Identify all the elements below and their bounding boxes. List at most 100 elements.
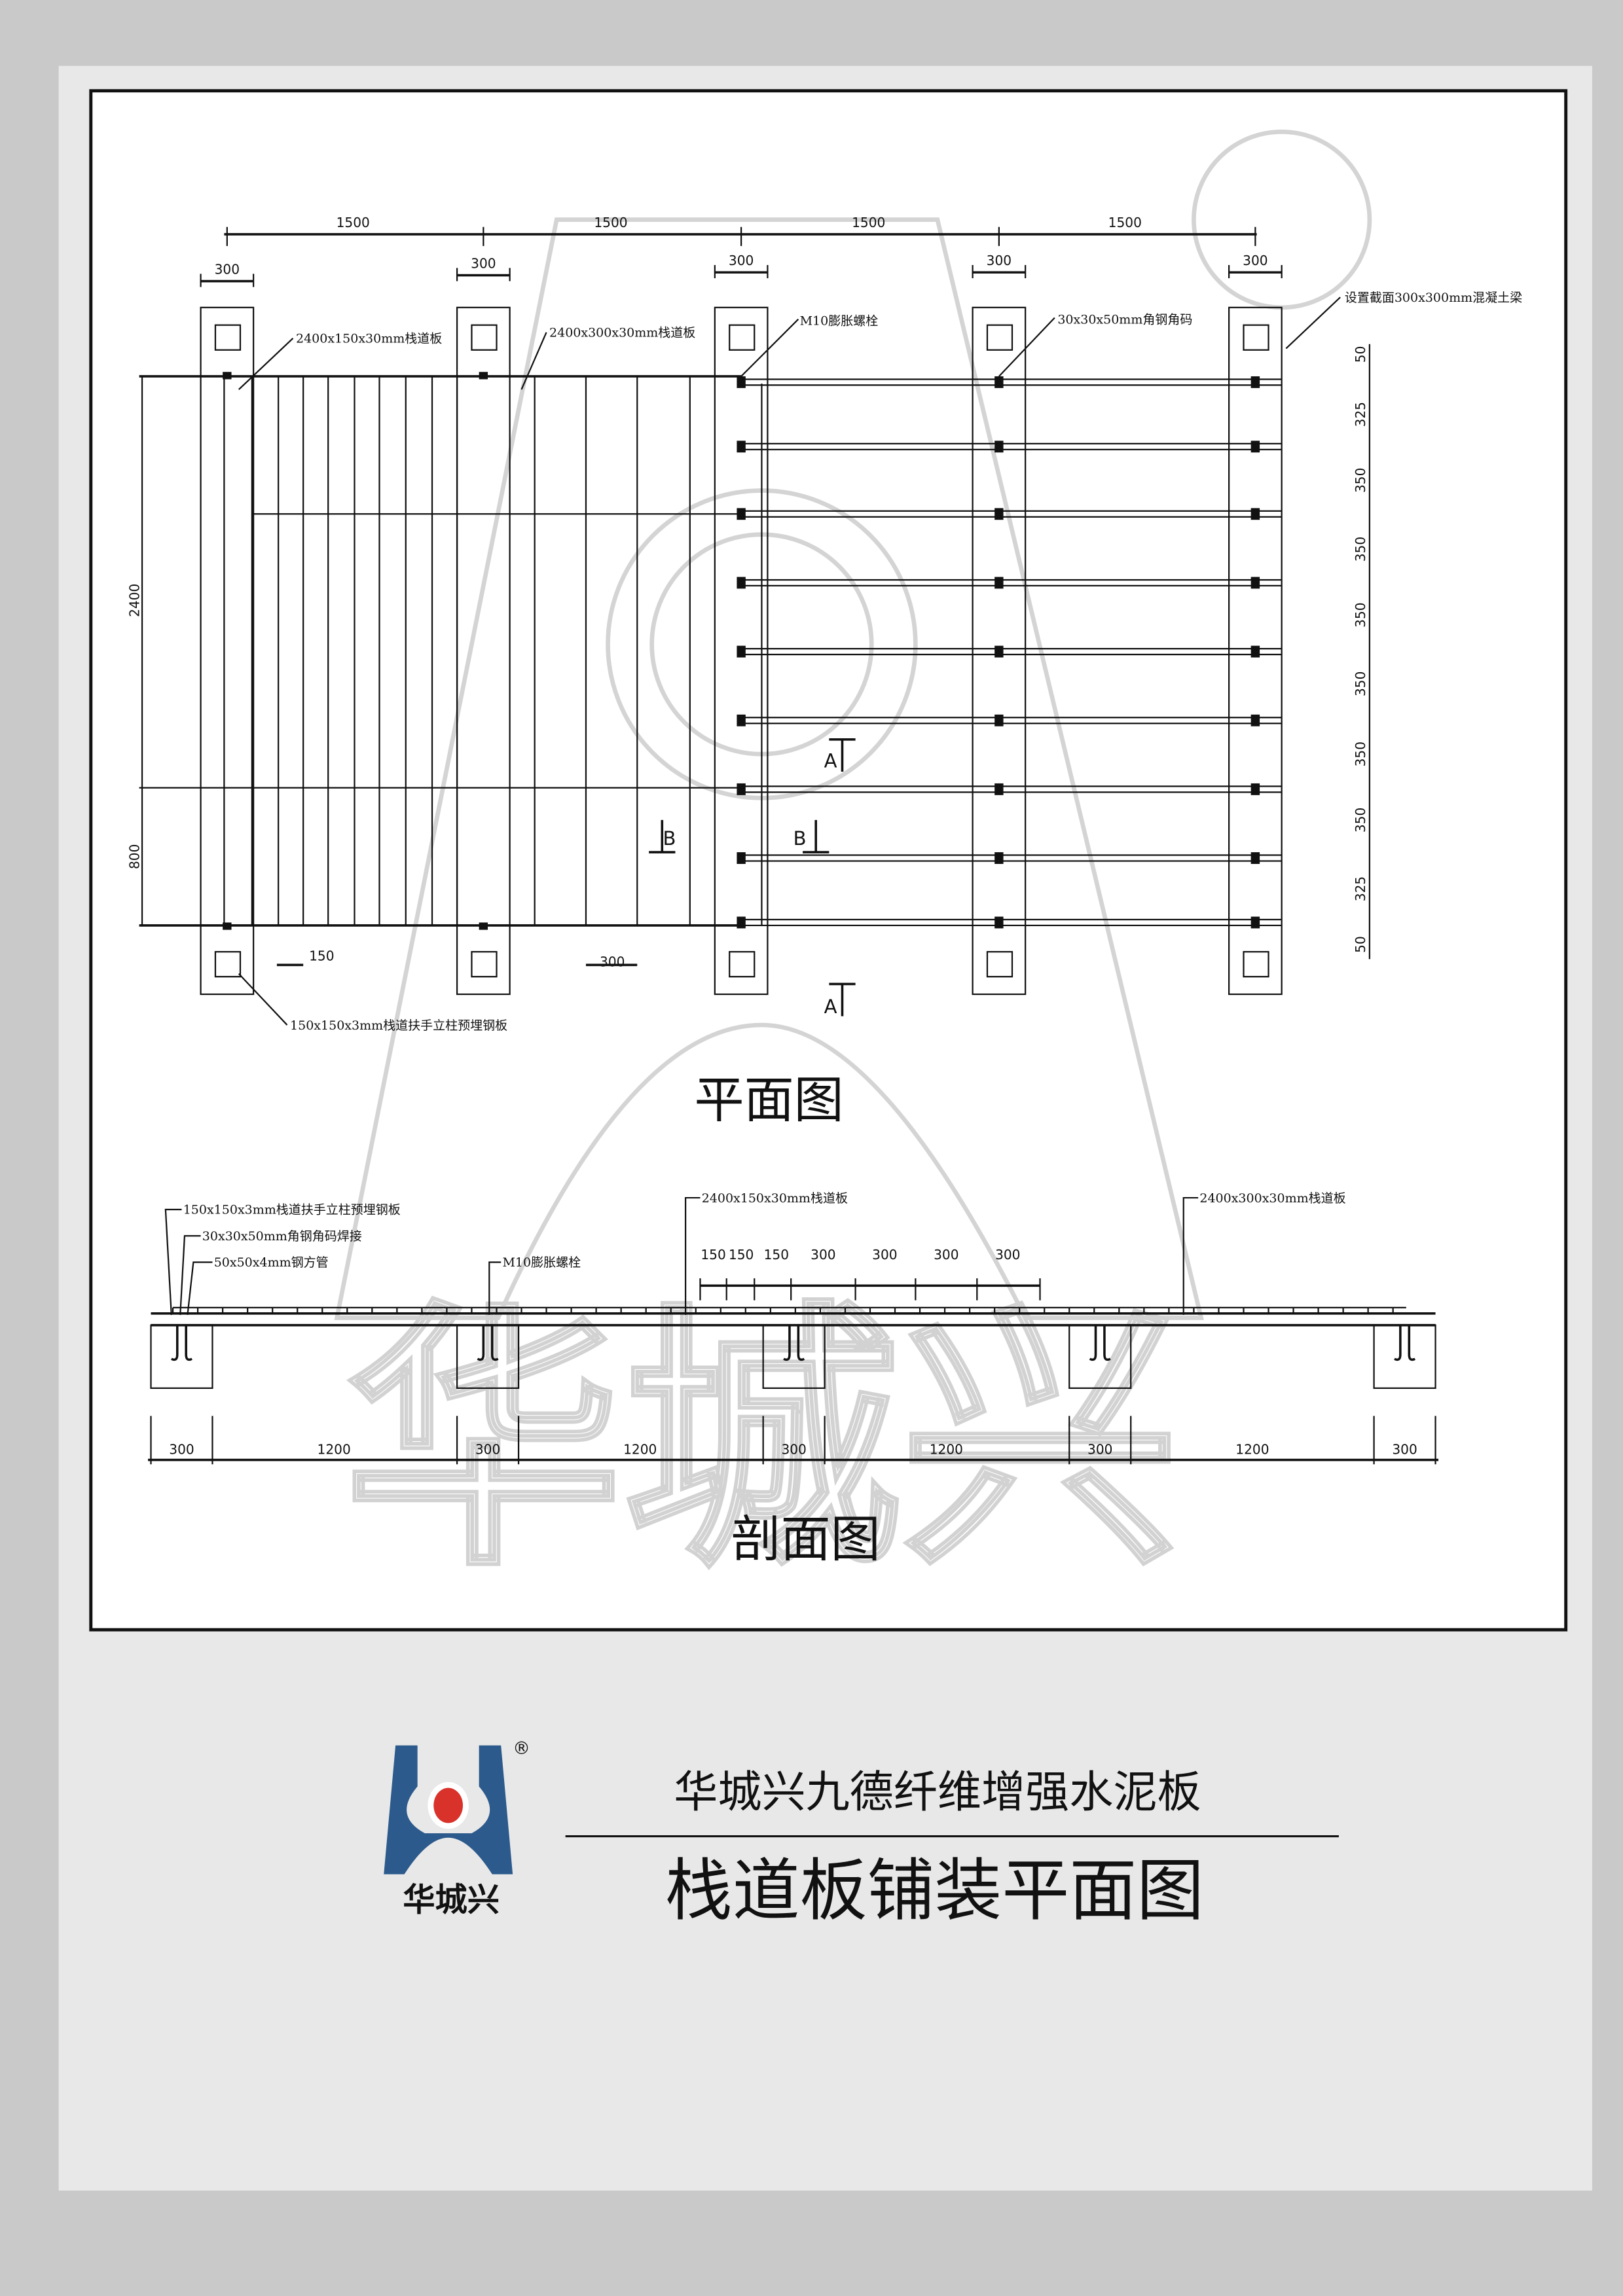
angle-bracket — [737, 783, 746, 795]
angle-bracket — [1250, 783, 1260, 795]
registered-mark: ® — [513, 1738, 530, 1759]
concrete-beam — [456, 1324, 520, 1390]
bottom-dim-label: 300 — [475, 1442, 500, 1458]
dim-2400-label: 2400 — [127, 584, 143, 617]
embedded-plate-top — [986, 324, 1013, 351]
logo-red-dot — [433, 1787, 464, 1823]
embedded-plate-top — [471, 324, 498, 351]
right-dim-label: 350 — [1353, 602, 1368, 627]
label-board150: 2400x150x30mm栈道板 — [296, 332, 442, 346]
angle-bracket — [994, 783, 1004, 795]
section-title: 剖面图 — [731, 1510, 880, 1568]
angle-bracket — [1250, 645, 1260, 658]
bottom-dim-label: 300 — [169, 1442, 194, 1458]
sec-label-board300: 2400x300x30mm栈道板 — [1199, 1191, 1345, 1206]
board-dim-label: 150 — [701, 1247, 725, 1263]
right-dim-label: 325 — [1353, 402, 1368, 427]
footer-logo: ® 华城兴 — [384, 1738, 530, 1919]
angle-bracket — [737, 852, 746, 864]
embedded-plate-bottom — [986, 951, 1013, 978]
anchor-bolt — [1394, 1325, 1416, 1361]
span-dim-label: 1500 — [852, 215, 885, 230]
right-dim-label: 350 — [1353, 468, 1368, 493]
anchor-bolt — [1089, 1325, 1111, 1361]
section-labels: 150x150x3mm栈道扶手立柱预埋钢板 30x30x50mm角钢角码焊接 5… — [164, 1191, 1346, 1568]
bottom-dim-label: 300 — [1392, 1442, 1417, 1458]
angle-bracket — [1250, 440, 1260, 453]
dim-300-label: 300 — [600, 954, 625, 970]
span-dim-label: 1500 — [594, 215, 627, 230]
section-mark-label: B — [793, 827, 807, 850]
angle-bracket — [994, 577, 1004, 589]
label-plate: 150x150x3mm栈道扶手立柱预埋钢板 — [290, 1018, 507, 1033]
angle-bracket — [994, 916, 1004, 929]
angle-bracket — [994, 714, 1004, 726]
angle-bracket — [737, 508, 746, 520]
angle-bracket — [223, 372, 232, 380]
dim-800-label: 800 — [127, 844, 143, 869]
embedded-plate-bottom — [471, 951, 498, 978]
embedded-plate-bottom — [729, 951, 756, 978]
sec-label-board150: 2400x150x30mm栈道板 — [702, 1191, 848, 1206]
label-beam: 设置截面300x300mm混凝土梁 — [1345, 291, 1522, 305]
anchor-bolt — [783, 1325, 805, 1361]
embedded-plate-top — [729, 324, 756, 351]
sec-label-plate: 150x150x3mm栈道扶手立柱预埋钢板 — [183, 1203, 401, 1217]
angle-bracket — [1250, 916, 1260, 929]
logo-text: 华城兴 — [403, 1881, 500, 1919]
board-dim-label: 300 — [934, 1247, 958, 1263]
right-dim-label: 50 — [1353, 936, 1368, 953]
sec-label-tube: 50x50x4mm钢方管 — [214, 1255, 329, 1270]
concrete-post — [200, 306, 255, 996]
concrete-post — [1228, 306, 1283, 996]
right-dim-label: 350 — [1353, 808, 1368, 833]
concrete-beam — [1373, 1324, 1436, 1390]
post-dim-label: 300 — [1243, 253, 1267, 268]
span-dim-label: 1500 — [337, 215, 370, 230]
angle-bracket — [737, 916, 746, 929]
bottom-dim-label: 1200 — [1235, 1442, 1269, 1458]
bottom-dim-label: 300 — [1087, 1442, 1112, 1458]
plan-labels: 2400x150x30mm栈道板 2400x300x30mm栈道板 M10膨胀螺… — [238, 291, 1522, 1129]
embedded-plate-bottom — [1243, 951, 1269, 978]
plan-title: 平面图 — [695, 1071, 844, 1129]
bottom-dim-label: 300 — [781, 1442, 806, 1458]
post-dim-label: 300 — [729, 253, 754, 268]
footer-subtitle: 华城兴九德纤维增强水泥板 — [674, 1767, 1201, 1818]
post-dim-label: 300 — [471, 255, 496, 271]
embedded-plate-top — [1243, 324, 1269, 351]
angle-bracket — [994, 440, 1004, 453]
angle-bracket — [994, 508, 1004, 520]
angle-bracket — [1250, 852, 1260, 864]
label-angle: 30x30x50mm角钢角码 — [1057, 312, 1192, 327]
board-dim-label: 150 — [729, 1247, 754, 1263]
post-dim-label: 300 — [987, 253, 1012, 268]
angle-bracket — [737, 376, 746, 388]
angle-bracket — [737, 645, 746, 658]
concrete-beam — [150, 1324, 213, 1390]
board-dim-label: 300 — [995, 1247, 1020, 1263]
concrete-beam — [1068, 1324, 1132, 1390]
angle-bracket — [1250, 508, 1260, 520]
angle-bracket — [1250, 714, 1260, 726]
angle-bracket — [994, 376, 1004, 388]
concrete-post — [972, 306, 1027, 996]
logo-mark — [384, 1745, 513, 1874]
label-bolt: M10膨胀螺栓 — [800, 314, 879, 329]
bottom-dim-label: 1200 — [930, 1442, 963, 1458]
angle-bracket — [994, 645, 1004, 658]
section-mark-label: A — [824, 749, 837, 772]
dim-150-label: 150 — [309, 948, 334, 964]
sec-label-bolt: M10膨胀螺栓 — [502, 1255, 581, 1270]
embedded-plate-bottom — [214, 951, 242, 978]
right-dim-label: 325 — [1353, 876, 1368, 901]
bottom-dim-label: 1200 — [318, 1442, 351, 1458]
board-dim-label: 300 — [811, 1247, 835, 1263]
right-dim-label: 350 — [1353, 537, 1368, 562]
concrete-beam — [762, 1324, 826, 1390]
angle-bracket — [737, 714, 746, 726]
anchor-bolt — [171, 1325, 192, 1361]
